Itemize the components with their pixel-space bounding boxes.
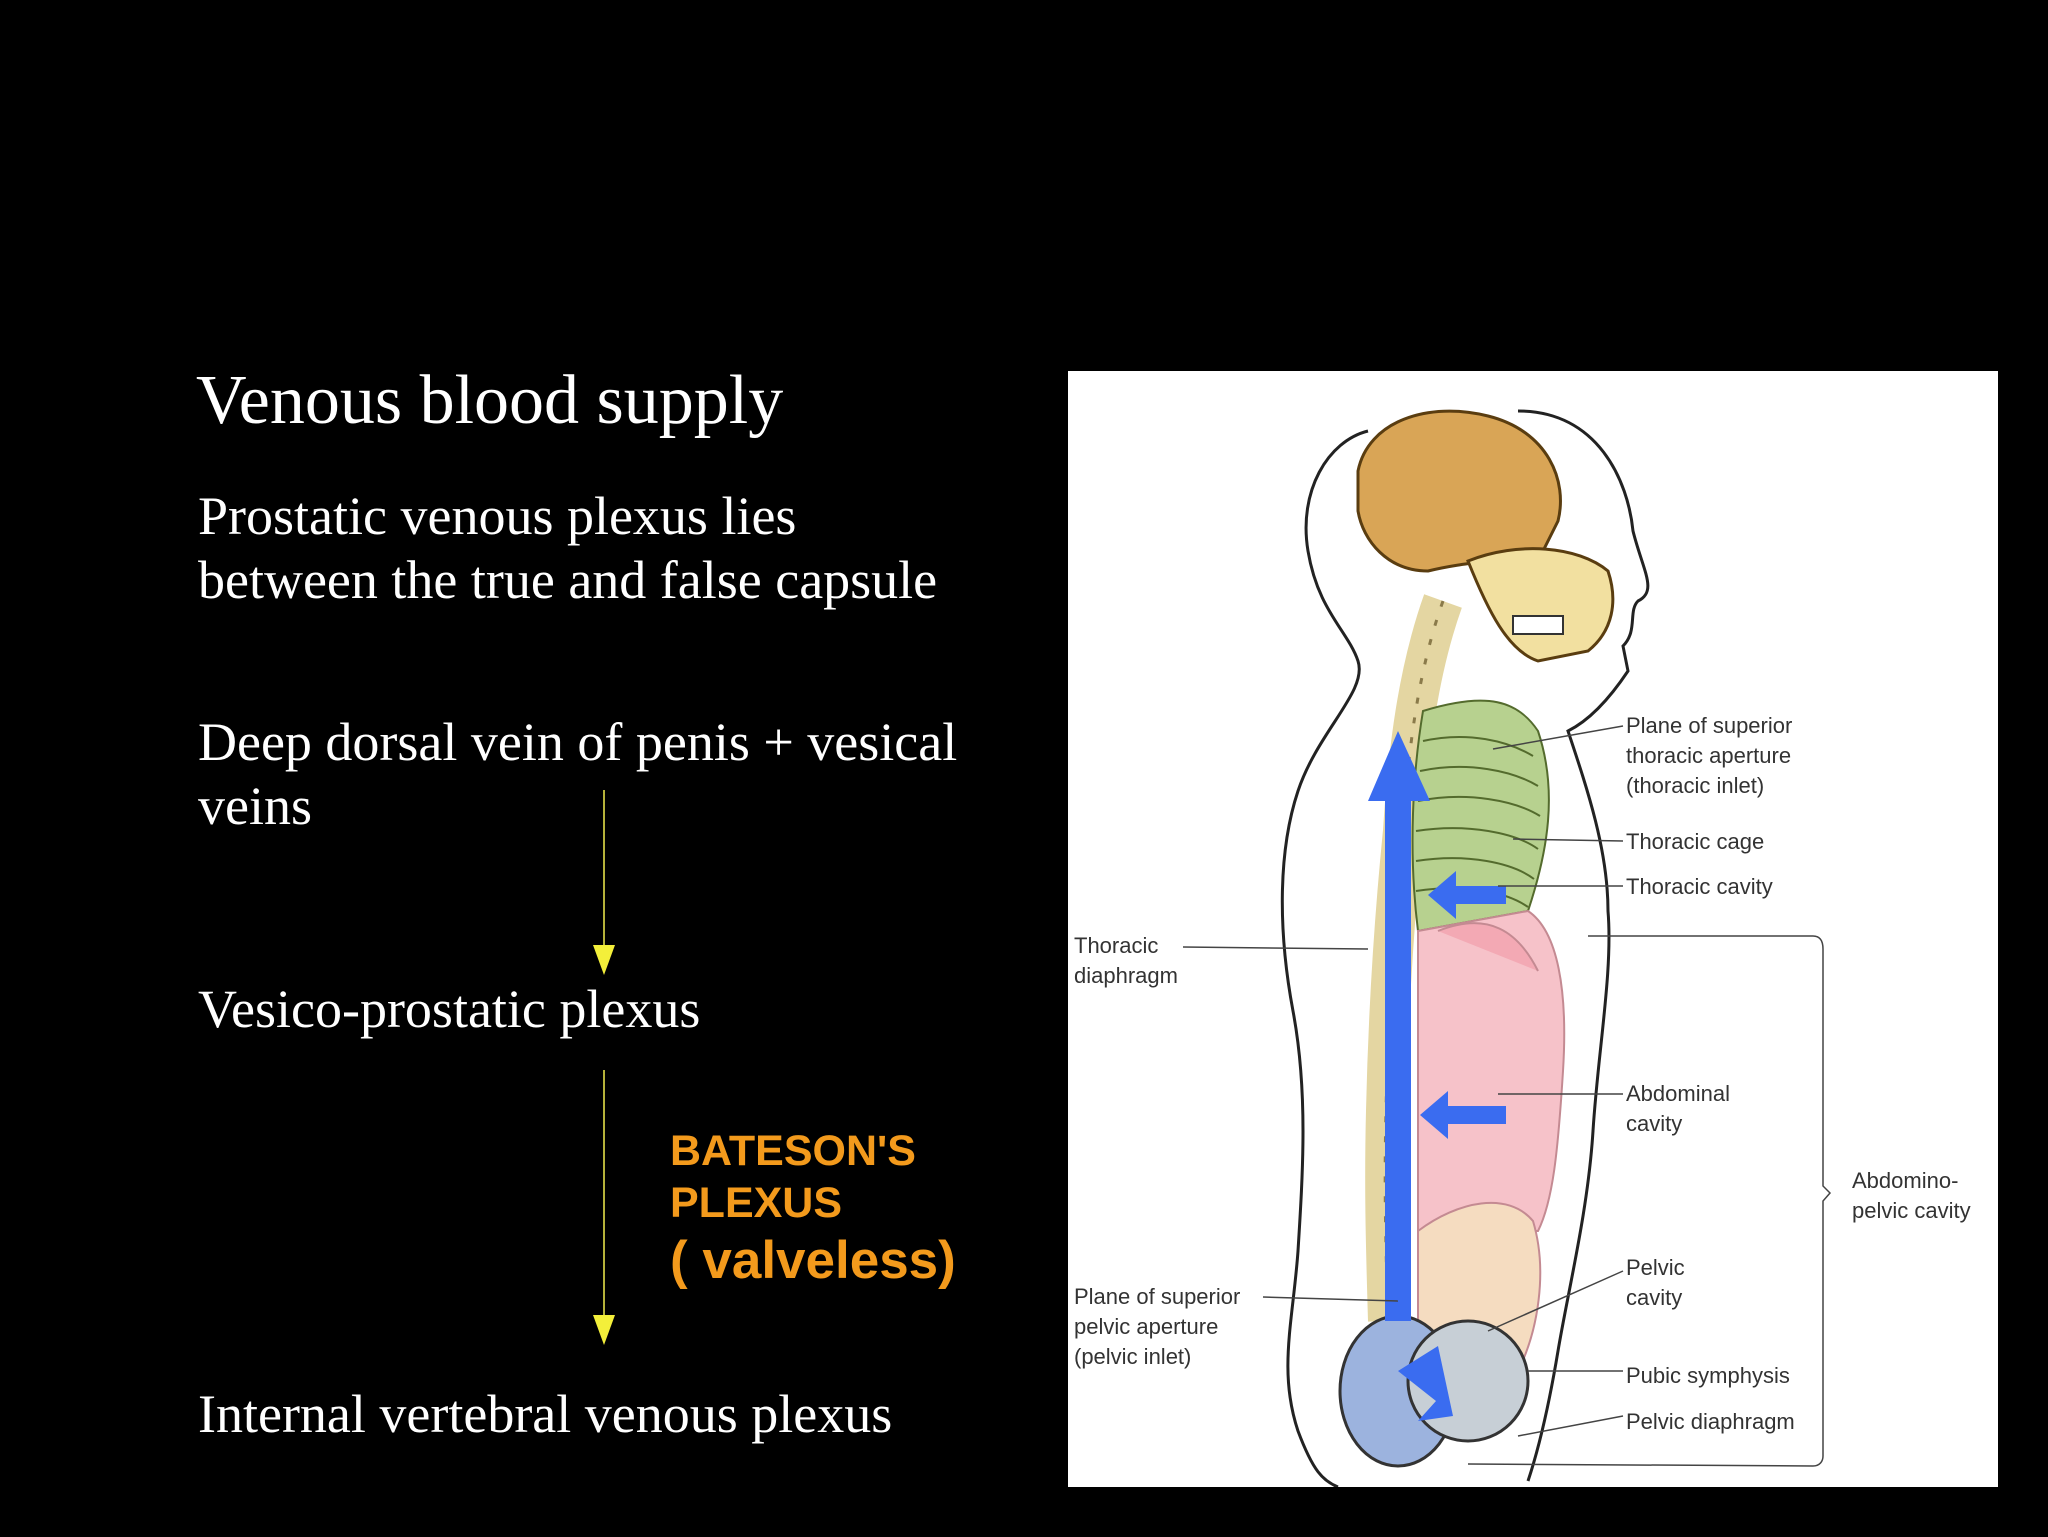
face-bones <box>1466 547 1615 663</box>
label-abdominal-cavity: Abdominal cavity <box>1626 1081 1730 1136</box>
label-abdominopelvic-cavity: Abdomino- pelvic cavity <box>1852 1168 1971 1223</box>
skull <box>1356 409 1562 573</box>
vertebral-plexus-text: Internal vertebral venous plexus <box>198 1384 893 1444</box>
ribs <box>1415 735 1541 908</box>
flow-arrow-2-head <box>593 1315 615 1345</box>
label-superior-pelvic-aperture: Plane of superior pelvic aperture (pelvi… <box>1074 1284 1241 1369</box>
flow-arrow-2-line <box>603 1070 605 1315</box>
bateson-line2: PLEXUS <box>670 1179 843 1227</box>
label-superior-thoracic-aperture: Plane of superior thoracic aperture (tho… <box>1626 713 1793 798</box>
flow-arrow-1-line <box>603 790 605 945</box>
anatomy-diagram: Plane of superior thoracic aperture (tho… <box>1068 371 1998 1487</box>
slide-title: Venous blood supply <box>196 362 784 439</box>
prostatic-plexus-text: Prostatic venous plexus lies between the… <box>198 486 938 610</box>
teeth <box>1512 615 1564 635</box>
bateson-plexus-label: BATESON'S PLEXUS ( valveless) <box>670 1125 956 1293</box>
leader-lines <box>1182 725 1832 1467</box>
thoracic-cage <box>1411 699 1550 933</box>
label-thoracic-cavity: Thoracic cavity <box>1626 874 1773 899</box>
flow-arrow-1-head <box>593 945 615 975</box>
label-pelvic-cavity: Pelvic cavity <box>1626 1255 1685 1310</box>
bateson-line1: BATESON'S <box>670 1127 916 1175</box>
vesico-prostatic-text: Vesico-prostatic plexus <box>198 979 701 1039</box>
label-pubic-symphysis: Pubic symphysis <box>1626 1363 1790 1388</box>
dorsal-vein-text: Deep dorsal vein of penis + vesical vein… <box>198 712 958 836</box>
body-cavities-illustration <box>1182 409 1832 1487</box>
label-thoracic-diaphragm: Thoracic diaphragm <box>1074 933 1178 988</box>
abdominal-cavity <box>1417 909 1566 1232</box>
bateson-line3: ( valveless) <box>670 1231 956 1290</box>
venous-flow-arrows <box>1368 731 1506 1421</box>
label-pelvic-diaphragm: Pelvic diaphragm <box>1626 1409 1795 1434</box>
label-thoracic-cage: Thoracic cage <box>1626 829 1765 854</box>
